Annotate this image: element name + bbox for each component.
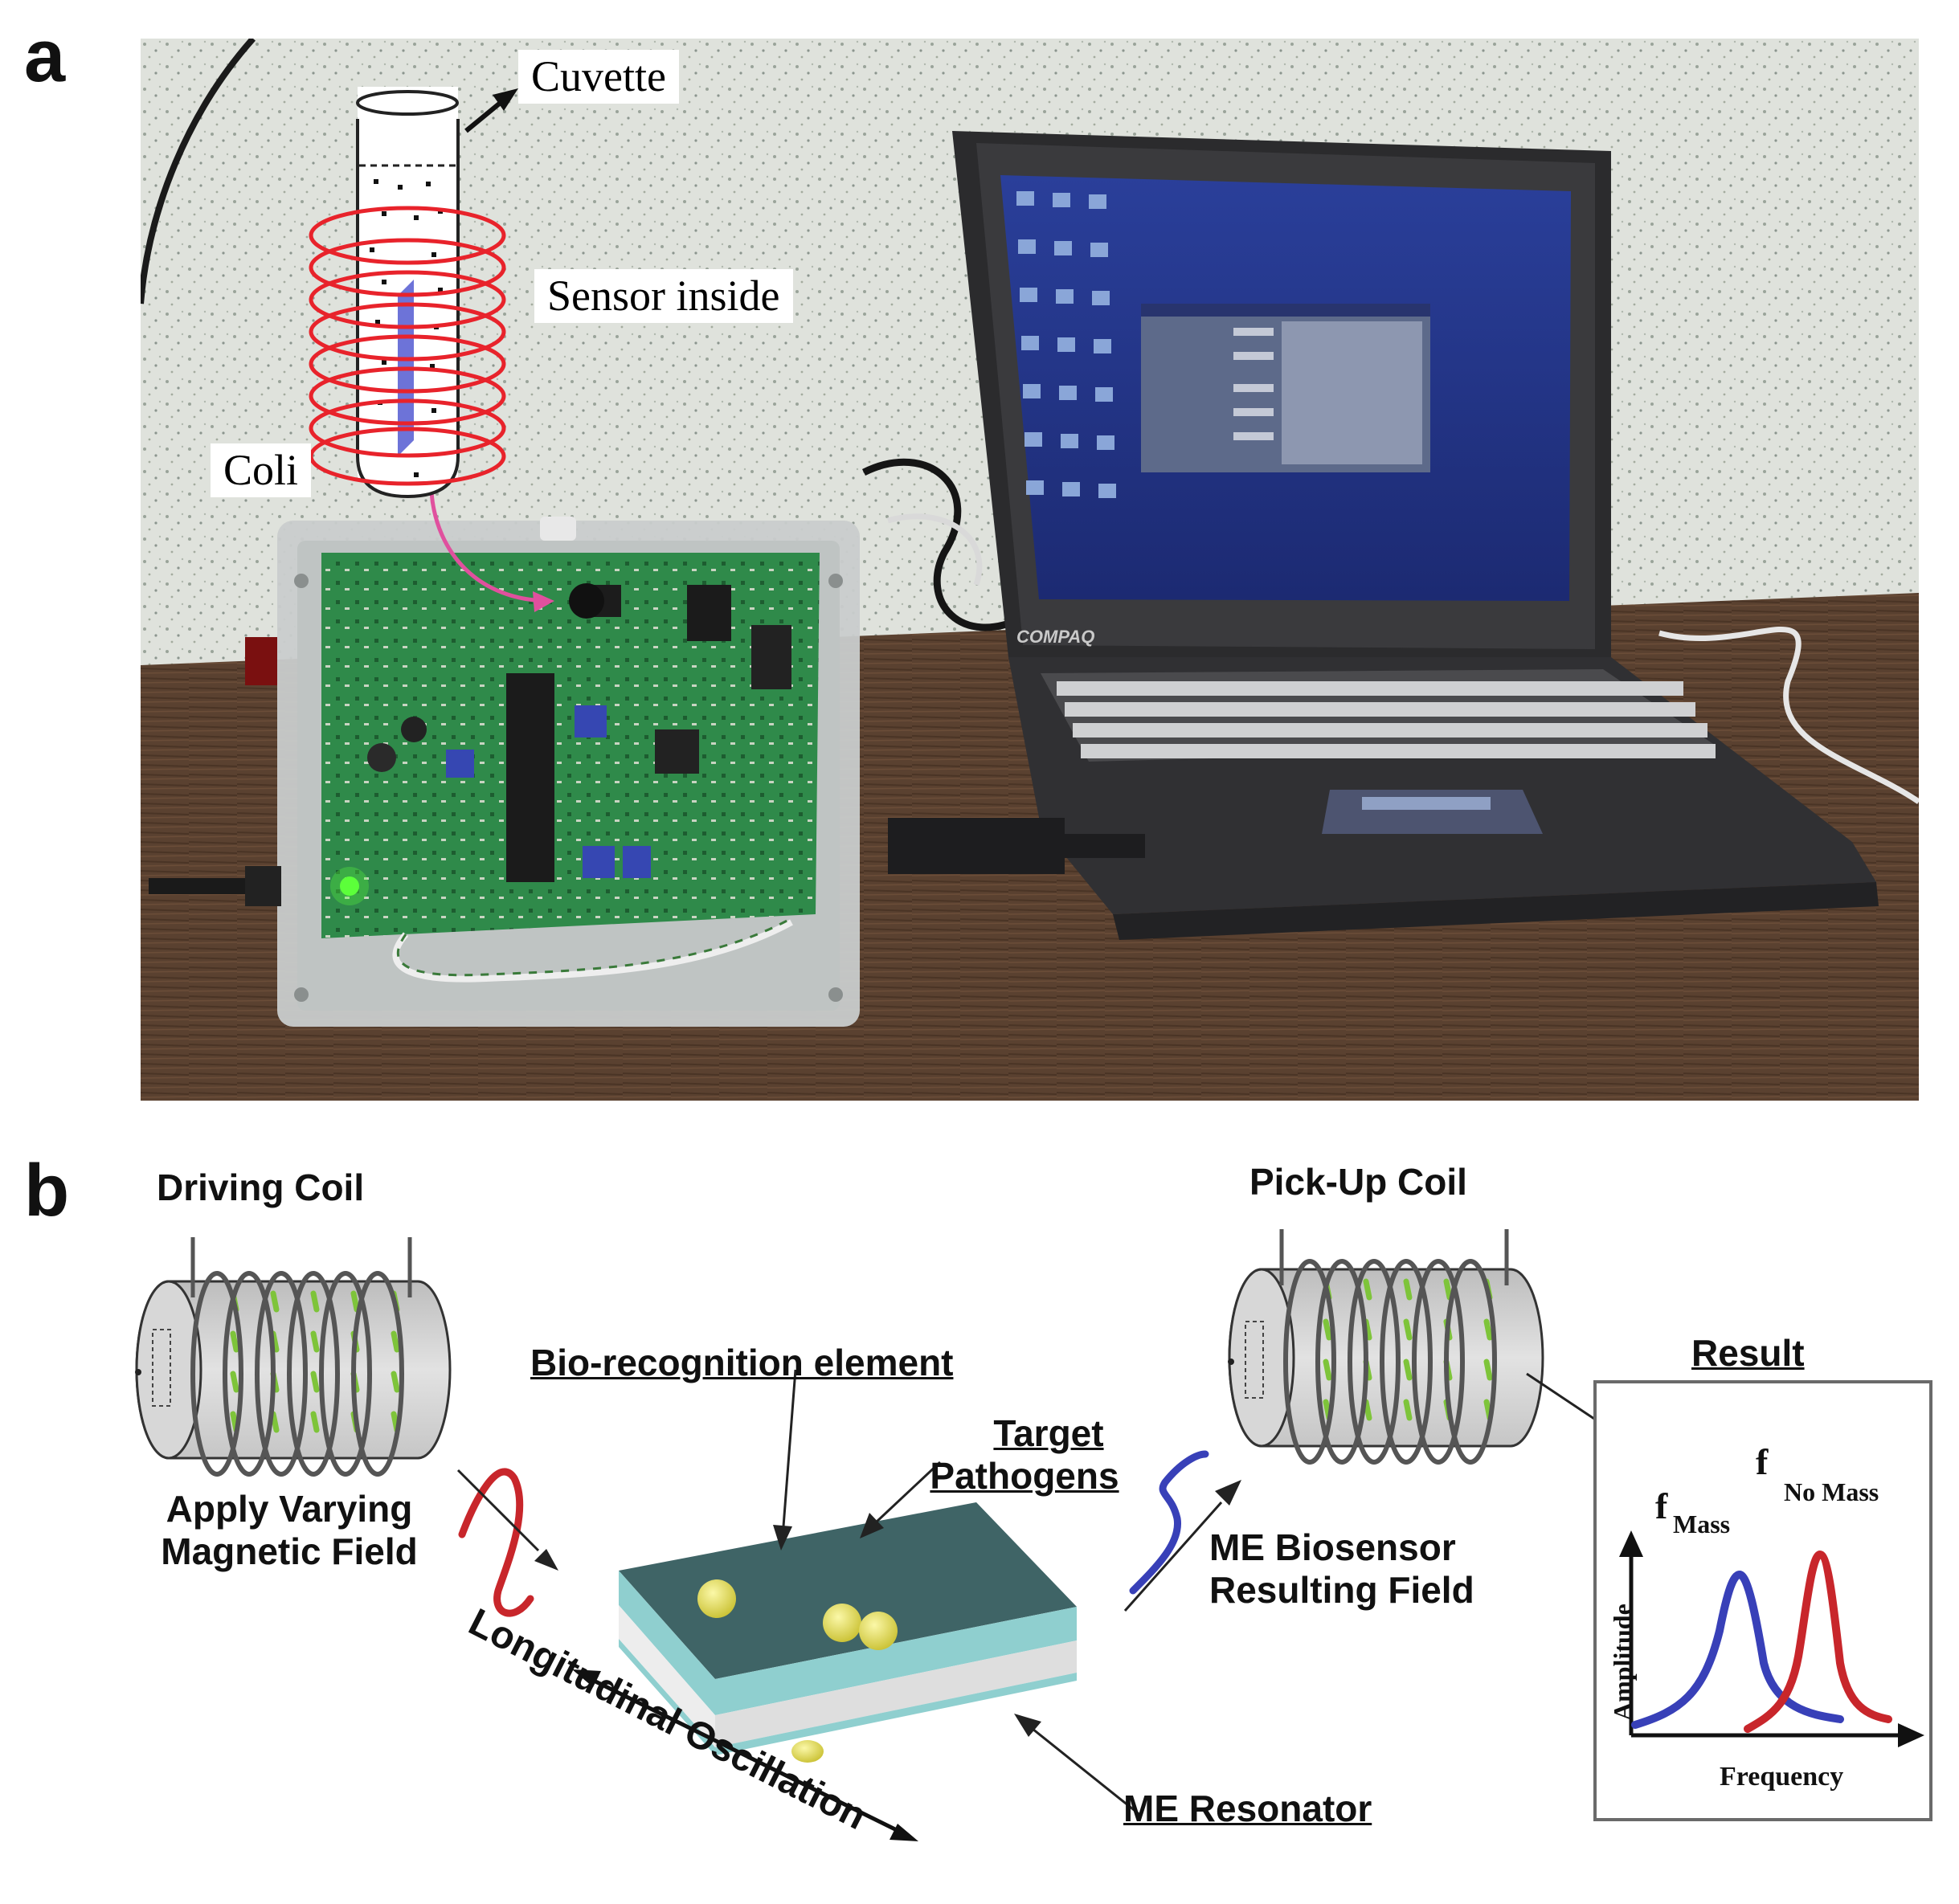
label-coli: Coli [211, 443, 312, 498]
label-target: Target [993, 1412, 1104, 1454]
setup-photo: COMPAQ [141, 39, 1919, 1101]
driving-coil [135, 1237, 452, 1477]
f-nomass-subscript: No Mass [1784, 1477, 1879, 1506]
panel-b-letter: b [24, 1150, 70, 1232]
label-bio-recognition-element: Bio-recognition element [530, 1342, 954, 1383]
f-mass-label: f [1655, 1485, 1668, 1526]
label-target-pathogens: Target Pathogens [904, 1412, 1145, 1497]
label-apply-varying: Apply Varying [166, 1488, 413, 1530]
f-mass-subscript: Mass [1673, 1510, 1730, 1538]
label-apply-varying-field: Apply Varying Magnetic Field [129, 1488, 450, 1573]
label-sensor-inside: Sensor inside [534, 269, 793, 324]
result-ylabel: Amplitude [1608, 1604, 1637, 1721]
me-resonator [619, 1502, 1077, 1763]
pickup-coil [1228, 1229, 1544, 1465]
label-result: Result [1691, 1332, 1805, 1374]
label-resulting-field: Resulting Field [1209, 1568, 1474, 1611]
label-pathogens: Pathogens [930, 1454, 1119, 1497]
label-driving-coil: Driving Coil [157, 1167, 365, 1208]
me-biosensor-diagram: Longitudinal Oscillation f Mass f No Mas… [135, 1229, 1932, 1841]
label-me-biosensor: ME Biosensor [1209, 1526, 1456, 1568]
result-xlabel: Frequency [1720, 1762, 1843, 1792]
label-magnetic-field: Magnetic Field [161, 1530, 418, 1572]
label-me-resonator: ME Resonator [1123, 1788, 1372, 1829]
f-nomass-label: f [1756, 1441, 1769, 1482]
electronics-box [149, 517, 860, 1027]
label-me-biosensor-field: ME Biosensor Resulting Field [1209, 1526, 1474, 1612]
laptop: COMPAQ [888, 131, 1879, 940]
result-chart: f Mass f No Mass Frequency Amplitude [1593, 1380, 1932, 1821]
label-pickup-coil: Pick-Up Coil [1249, 1161, 1467, 1203]
label-cuvette: Cuvette [518, 50, 679, 104]
panel-a-letter: a [24, 15, 66, 97]
cuvette-illustration [309, 87, 518, 499]
laptop-brand: COMPAQ [1016, 627, 1094, 647]
